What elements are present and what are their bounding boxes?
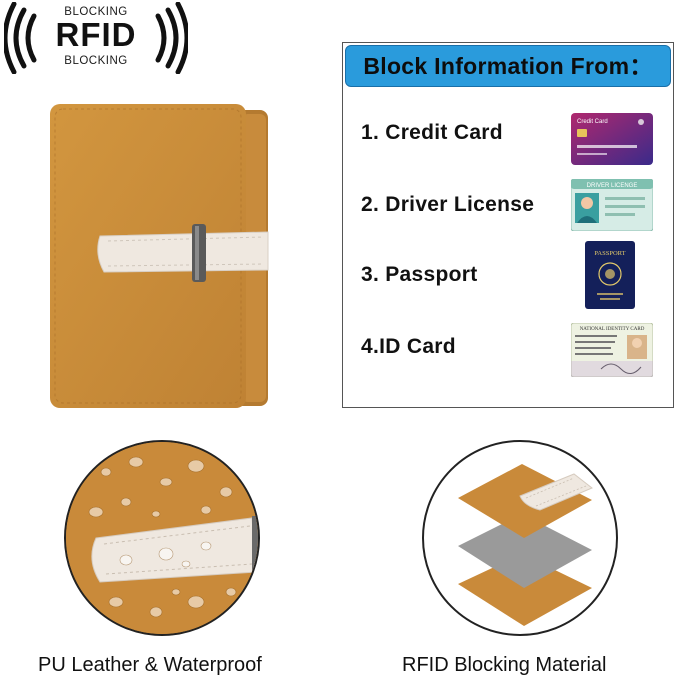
leather-closeup-image [64,440,260,636]
panel-title: Block Information From： [345,45,671,87]
caption-rfid-material: RFID Blocking Material [402,654,607,676]
driver-license-icon: DRIVER LICENGE [570,178,654,236]
badge-top-text: BLOCKING [64,6,128,18]
id-card-title: NATIONAL IDENTITY CARD [580,327,645,332]
block-information-panel: Block Information From： 1. Credit Card 2… [342,42,674,408]
credit-card-icon: Credit Card [571,113,653,170]
badge-main-text: RFID [55,16,137,53]
caption-pu-leather: PU Leather & Waterproof [38,654,262,676]
badge-bottom-text: BLOCKING [64,55,128,67]
id-card-icon: NATIONAL IDENTITY CARD [570,322,654,382]
item-id-card-label: 4.ID Card [361,335,456,358]
wallet-product-image [42,100,274,416]
passport-title: PASSPORT [594,250,625,257]
passport-icon: PASSPORT [585,241,635,314]
item-passport-label: 3. Passport [361,263,478,286]
signal-waves-icon [4,2,188,74]
item-credit-card-label: 1. Credit Card [361,121,503,144]
rfid-material-layers-image [422,440,618,636]
rfid-blocking-badge: BLOCKING RFID BLOCKING [4,2,188,74]
driver-license-title: DRIVER LICENGE [587,183,638,189]
credit-card-title: Credit Card [577,119,608,125]
item-driver-license-label: 2. Driver License [361,193,535,216]
